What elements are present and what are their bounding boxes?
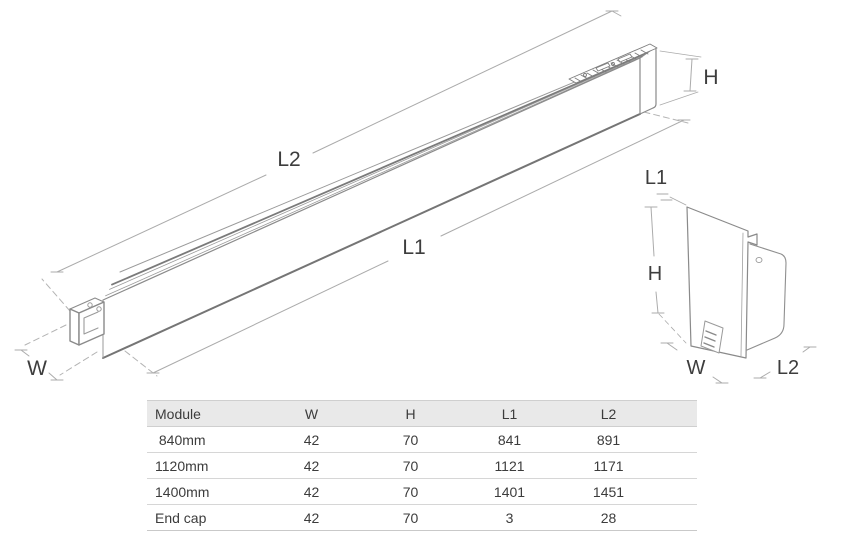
endcap-l1-label: L1 [645, 167, 667, 189]
spacer-cell [658, 504, 697, 531]
col-header-module: Module [147, 400, 262, 427]
l1-cell: 1121 [460, 452, 559, 479]
w-cell: 42 [262, 452, 361, 479]
col-header-l2: L2 [559, 400, 658, 427]
h-cell: 70 [361, 504, 460, 531]
l1-cell: 1401 [460, 478, 559, 505]
endcap-rear-box [746, 243, 787, 351]
l2-cell: 891 [559, 426, 658, 453]
endcap-hole [755, 256, 763, 264]
col-header-spacer [658, 400, 697, 427]
endcap-h-dimension [644, 206, 687, 344]
main-w-label: W [27, 357, 47, 380]
spec-table: Module W H L1 L2 840mm 42 70 841 891 112… [147, 400, 697, 531]
spacer-cell [658, 426, 697, 453]
h-cell: 70 [361, 478, 460, 505]
col-header-l1: L1 [460, 400, 559, 427]
main-fixture-drawing: L2 L1 H W [14, 10, 719, 381]
table-header-row: Module W H L1 L2 [147, 400, 697, 427]
w-cell: 42 [262, 478, 361, 505]
endcap-sticker [700, 320, 724, 354]
endcap-l1-dimension [656, 193, 687, 206]
endcap-h-label: H [648, 263, 662, 285]
fixture-body [102, 47, 657, 359]
module-cell: 840mm [147, 426, 262, 453]
l1-cell: 841 [460, 426, 559, 453]
l2-dimension-line [50, 10, 622, 273]
w-cell: 42 [262, 504, 361, 531]
module-cell: 1400mm [147, 478, 262, 505]
table-row: 840mm 42 70 841 891 [147, 426, 697, 453]
spacer-cell [658, 478, 697, 505]
endcap-w-dimension [660, 342, 729, 384]
endcap-l2-label: L2 [777, 357, 799, 379]
endcap-w-label: W [687, 357, 706, 379]
track-connector-strip [568, 43, 658, 84]
table-row: End cap 42 70 3 28 [147, 504, 697, 531]
w-cell: 42 [262, 426, 361, 453]
l1-cell: 3 [460, 504, 559, 531]
extension-dashes [24, 111, 689, 377]
h-cell: 70 [361, 452, 460, 479]
spacer-cell [658, 452, 697, 479]
endcap-front-plate [686, 206, 758, 359]
h-cell: 70 [361, 426, 460, 453]
endcap-drawing: L1 H W L2 [644, 167, 817, 384]
module-cell: End cap [147, 504, 262, 531]
module-cell: 1120mm [147, 452, 262, 479]
w-dimension-line [14, 349, 64, 381]
technical-drawing: L2 L1 H W [14, 10, 817, 384]
l2-cell: 28 [559, 504, 658, 531]
col-header-w: W [262, 400, 361, 427]
main-l2-label: L2 [277, 148, 300, 171]
col-header-h: H [361, 400, 460, 427]
main-h-label: H [703, 66, 718, 89]
endcap-l2-dimension [753, 346, 817, 379]
table-row: 1120mm 42 70 1121 1171 [147, 452, 697, 479]
h-dimension-line [659, 50, 702, 106]
end-connector [69, 297, 105, 346]
endcap-plate-thickness [740, 232, 744, 357]
l2-cell: 1171 [559, 452, 658, 479]
table-row: 1400mm 42 70 1401 1451 [147, 478, 697, 505]
l2-cell: 1451 [559, 478, 658, 505]
main-l1-label: L1 [402, 236, 425, 259]
